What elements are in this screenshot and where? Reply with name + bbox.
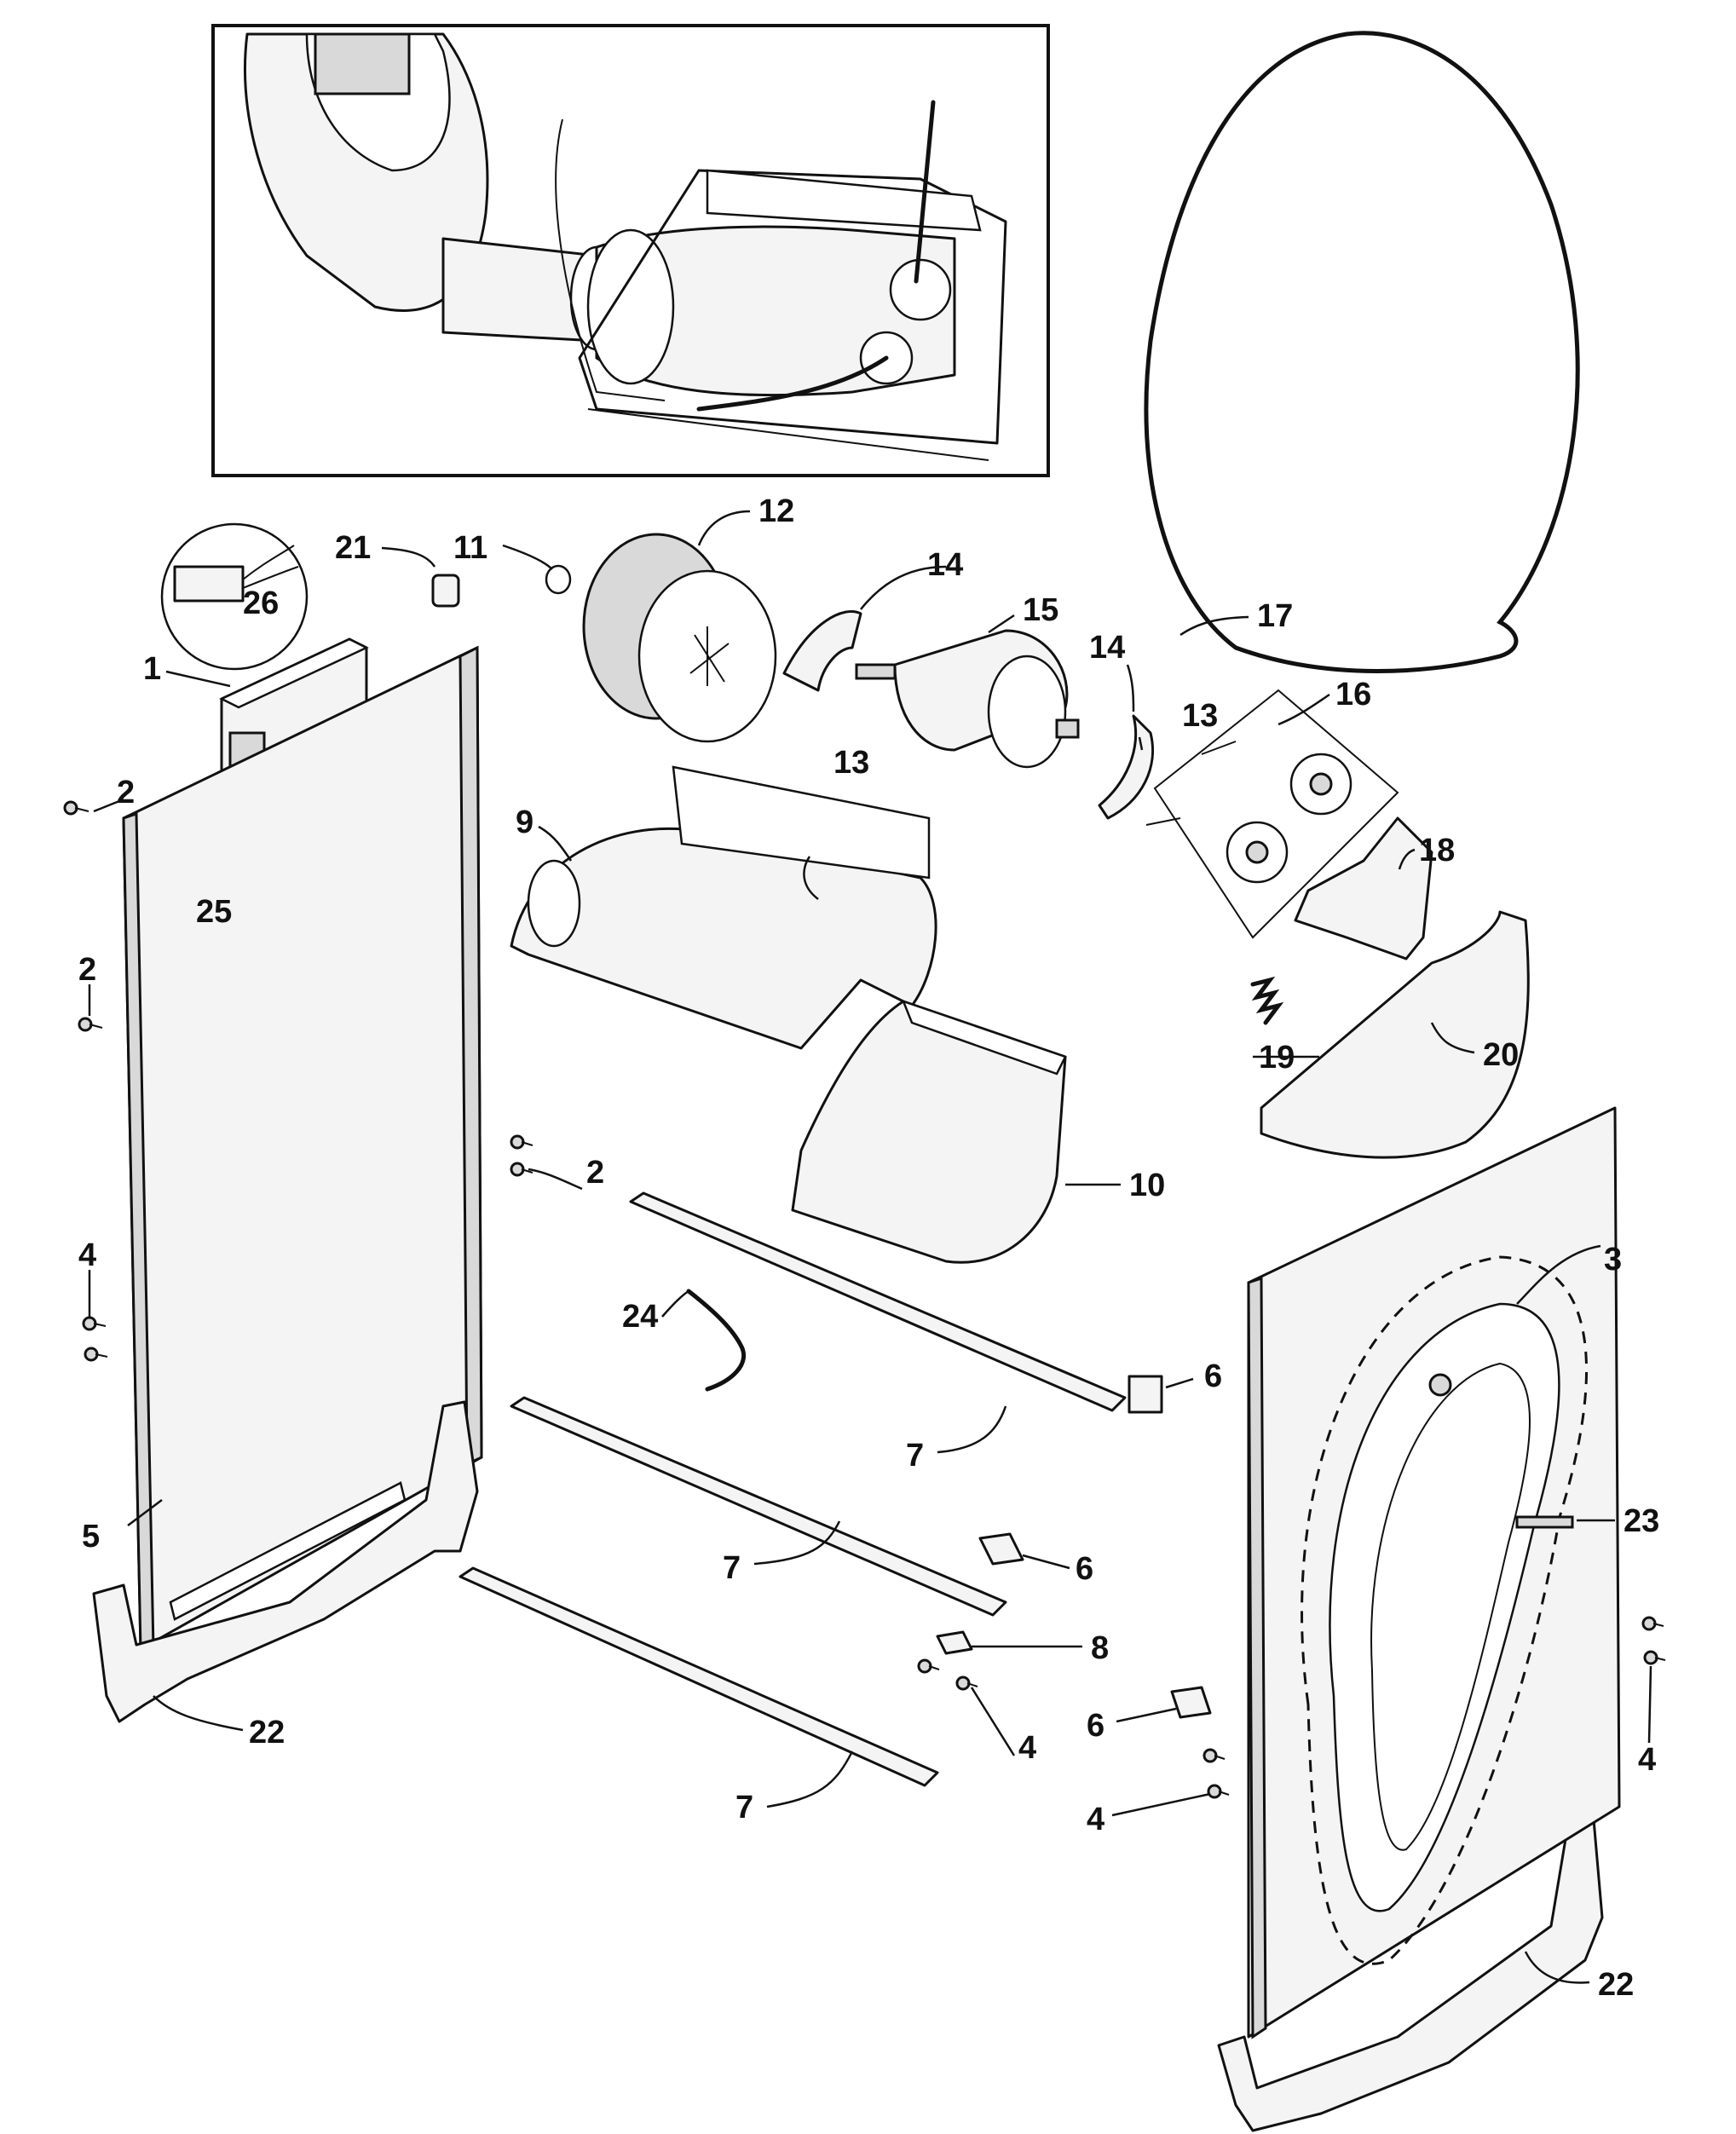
callout-9: 9 — [516, 805, 533, 840]
idler-arm-20 — [1260, 910, 1530, 1159]
callout-6: 6 — [1087, 1708, 1104, 1744]
callout-25: 25 — [196, 894, 232, 930]
callout-2: 2 — [117, 775, 135, 810]
callout-12: 12 — [758, 493, 794, 529]
callout-17: 17 — [1257, 598, 1293, 634]
rail-7-bottom — [459, 1566, 939, 1787]
callout-22: 22 — [1598, 1967, 1634, 2003]
bracket-18 — [1294, 816, 1433, 960]
callout-14: 14 — [927, 547, 963, 583]
callout-16: 16 — [1335, 677, 1371, 712]
callout-15: 15 — [1023, 592, 1058, 628]
callout-19: 19 — [1259, 1040, 1295, 1076]
ring-11 — [545, 564, 572, 595]
clip-21 — [431, 574, 460, 608]
blower-wheel-12 — [582, 533, 777, 743]
callout-4: 4 — [1638, 1742, 1656, 1778]
callout-4: 4 — [1087, 1802, 1104, 1837]
motor-15 — [855, 629, 1080, 769]
wiring-harness-26 — [160, 522, 309, 671]
callout-21: 21 — [335, 530, 371, 566]
callout-2: 2 — [586, 1155, 604, 1191]
wire-24 — [686, 1289, 747, 1392]
callout-labels: 1 2 2 2 3 4 4 4 4 5 6 6 6 7 7 7 8 9 10 1… — [78, 493, 1659, 2003]
callout-1: 1 — [143, 651, 161, 687]
idler-pulleys-16 — [1145, 689, 1399, 939]
callout-6: 6 — [1076, 1551, 1093, 1587]
callout-26: 26 — [243, 585, 279, 621]
rail-7-middle — [510, 1396, 1007, 1617]
leader-lines — [88, 510, 1652, 1984]
callout-13: 13 — [833, 745, 869, 781]
bracket-6c — [1170, 1686, 1212, 1719]
callout-23: 23 — [1624, 1503, 1659, 1539]
rail-7-top — [629, 1191, 1127, 1412]
duct-10 — [791, 999, 1067, 1264]
callout-7: 7 — [735, 1790, 753, 1825]
callout-4: 4 — [1018, 1730, 1036, 1766]
blower-housing-9 — [510, 765, 937, 1050]
callout-6: 6 — [1204, 1358, 1222, 1394]
callout-14: 14 — [1089, 630, 1125, 666]
callout-13: 13 — [1182, 698, 1218, 734]
callout-22: 22 — [249, 1715, 285, 1750]
callout-7: 7 — [906, 1438, 924, 1474]
callout-2: 2 — [78, 952, 96, 988]
callout-7: 7 — [723, 1550, 741, 1586]
callout-11: 11 — [453, 530, 487, 566]
pin-23 — [1515, 1515, 1574, 1529]
spring-19 — [1250, 976, 1284, 1025]
callout-20: 20 — [1483, 1037, 1519, 1073]
callout-5: 5 — [82, 1519, 100, 1554]
callout-8: 8 — [1091, 1630, 1109, 1666]
bracket-6b — [978, 1532, 1024, 1566]
screws — [63, 800, 1666, 1799]
rear-panel-3 — [1247, 1106, 1621, 2039]
base-frame-22-right — [1217, 1818, 1604, 2132]
left-side-panel — [122, 645, 483, 1651]
callout-4: 4 — [78, 1237, 96, 1273]
callout-18: 18 — [1419, 833, 1455, 868]
base-frame-22-left — [92, 1400, 479, 1723]
bracket-6a — [1128, 1375, 1163, 1414]
callout-10: 10 — [1129, 1168, 1165, 1203]
bracket-8 — [936, 1630, 973, 1655]
callout-3: 3 — [1604, 1242, 1622, 1278]
callout-24: 24 — [622, 1299, 658, 1335]
motor-mount-14-right — [1098, 714, 1155, 820]
motor-mount-14-left — [782, 610, 862, 692]
drum-belt — [1144, 31, 1580, 673]
assembly-inset — [211, 24, 1050, 477]
